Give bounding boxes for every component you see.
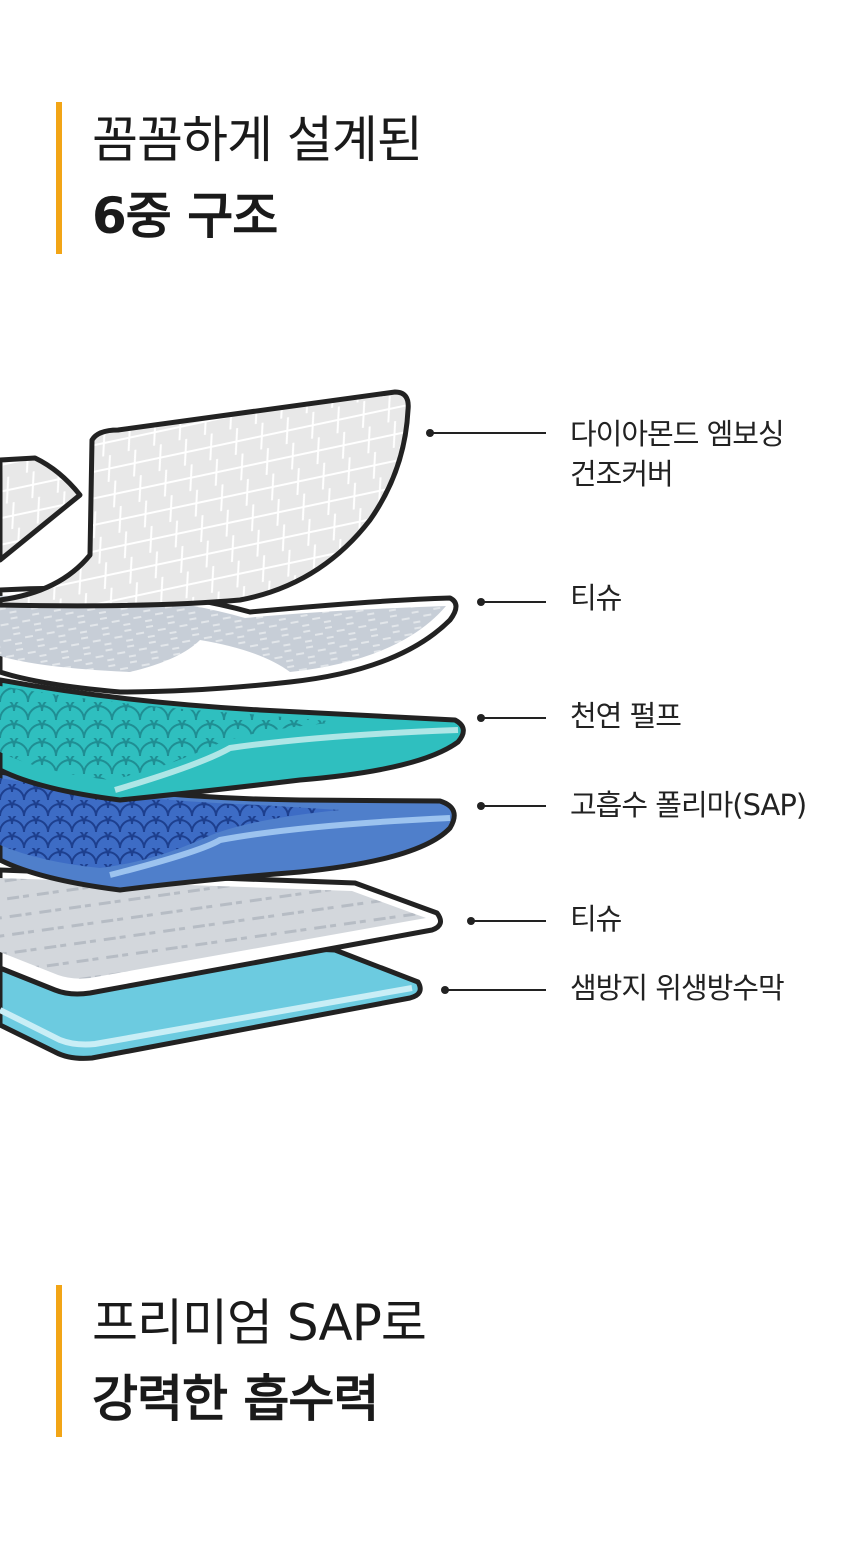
- heading-top-line2: 6중 구조: [92, 187, 278, 245]
- heading-top-line1: 꼼꼼하게 설계된: [92, 111, 423, 169]
- label-natural-pulp: 천연 펄프: [570, 699, 682, 733]
- label-diamond-cover: 다이아몬드 엠보싱 건조커버: [570, 414, 785, 494]
- leader-line-tissue-bottom: [467, 917, 546, 925]
- label-sap: 고흡수 폴리마(SAP): [570, 788, 807, 822]
- leader-line-pulp: [477, 714, 546, 722]
- heading-bottom-line2: 강력한 흡수력: [92, 1370, 379, 1428]
- layer-tissue-top: [0, 585, 459, 695]
- label-waterproof-film: 샘방지 위생방수막: [570, 971, 785, 1005]
- layer-diamond-cover: [0, 389, 411, 609]
- heading-top: 꼼꼼하게 설계된 6중 구조: [56, 102, 423, 254]
- layer-tissue-bottom: [0, 867, 443, 997]
- label-tissue-top: 티슈: [570, 581, 622, 615]
- leader-line-sap: [477, 802, 546, 810]
- label-diamond-cover-line2: 건조커버: [570, 457, 674, 491]
- leader-line-tissue-top: [477, 598, 546, 606]
- label-tissue-bottom: 티슈: [570, 902, 622, 936]
- leader-line-cover: [426, 429, 546, 437]
- layer-natural-pulp: [0, 677, 466, 803]
- heading-bottom: 프리미엄 SAP로 강력한 흡수력: [56, 1285, 427, 1437]
- leader-line-waterproof: [441, 986, 546, 994]
- layers-illustration: [0, 389, 546, 1061]
- label-diamond-cover-line1: 다이아몬드 엠보싱: [570, 417, 785, 451]
- heading-bottom-line1: 프리미엄 SAP로: [92, 1294, 427, 1352]
